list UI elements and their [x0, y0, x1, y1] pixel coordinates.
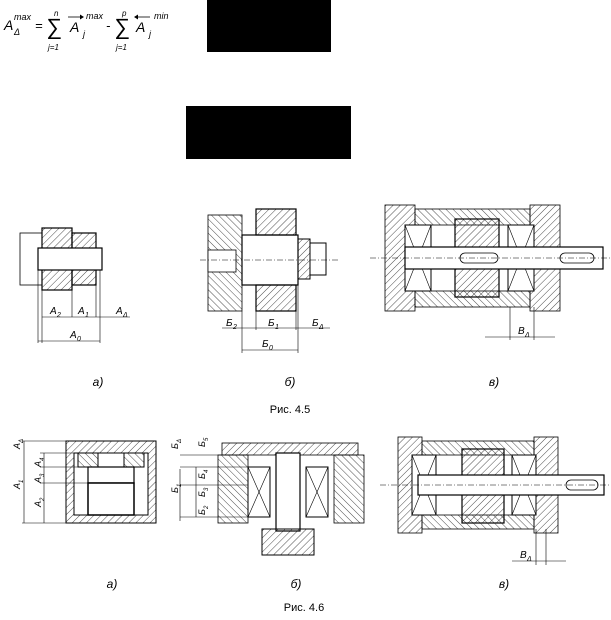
- fig45-v-label: в): [488, 375, 500, 389]
- formula-sum1-top: n: [54, 9, 59, 18]
- fig45-a-drawing: [19, 227, 130, 343]
- fig46-a-dim-4: A: [33, 501, 43, 508]
- formula-lhs-sub: Δ: [13, 27, 20, 37]
- fig46-b-dim-5-sub: 2: [204, 505, 210, 510]
- formula-minus: -: [106, 18, 111, 33]
- formula-term1: A: [69, 19, 79, 35]
- tolerance-formula: A max Δ = n ∑ j=1 A max j - p ∑ j=1 A mi…: [3, 9, 169, 52]
- figure-4-6: A Δ A 4 A 3 A 1 A 2 Б Δ: [12, 436, 611, 565]
- fig46-a-dim-2: A: [33, 477, 43, 484]
- redaction-box-middle: [186, 106, 351, 159]
- fig45-a-dim-0-sub: 2: [56, 312, 61, 319]
- fig46-v-dim: B: [520, 550, 527, 561]
- fig46-v-dim-sub: Δ: [526, 556, 532, 563]
- formula-lhs: A: [3, 17, 13, 33]
- fig46-b-dim-3: Б: [170, 487, 180, 493]
- fig45-b-label: б): [284, 375, 296, 389]
- fig46-a-label: а): [106, 577, 118, 591]
- formula-term2: A: [135, 19, 145, 35]
- formula-lhs-sup: max: [14, 12, 32, 22]
- formula-sum2-bottom: j=1: [115, 43, 127, 52]
- fig46-a-dim-0-sub: Δ: [19, 439, 25, 444]
- fig46-b-dim-4-sub: 3: [204, 487, 210, 491]
- formula-term1-sub: j: [82, 29, 86, 39]
- fig46-b-dim-0: Б: [170, 443, 180, 449]
- fig46-a-dim-1-sub: 4: [40, 457, 46, 461]
- fig45-a-dim-2-sub: Δ: [122, 312, 128, 319]
- formula-sum1-sign: ∑: [46, 14, 62, 39]
- fig46-a-dim-2-sub: 3: [40, 473, 46, 477]
- fig45-v-drawing: [370, 204, 611, 340]
- formula-sum1-bottom: j=1: [47, 43, 59, 52]
- fig45-a-dim-2: A: [115, 306, 123, 317]
- fig45-b-dim-2: Б: [312, 318, 319, 329]
- fig45-b-dim-1: Б: [268, 318, 275, 329]
- fig45-v-dim: B: [518, 326, 525, 337]
- fig46-v-label: в): [498, 577, 510, 591]
- fig46-caption: Рис. 4.6: [283, 602, 325, 614]
- formula-sum2-top: p: [121, 9, 127, 18]
- fig46-a-dim-3: A: [12, 483, 22, 490]
- fig45-a-dim-3: A: [69, 330, 77, 341]
- formula-term2-sup: min: [154, 11, 169, 21]
- formula-equals: =: [35, 18, 43, 33]
- fig46-b-label: б): [290, 577, 302, 591]
- fig46-a-dim-3-sub: 1: [19, 480, 25, 483]
- fig45-b-dim-1-sub: 1: [275, 324, 279, 331]
- fig45-b-dim-0-sub: 2: [232, 324, 237, 331]
- fig45-a-label: а): [92, 375, 104, 389]
- redaction-box-top: [207, 0, 331, 52]
- fig45-a-dim-1-sub: 1: [85, 312, 89, 319]
- fig46-b-dim-4: Б: [197, 491, 207, 497]
- formula-term1-sup: max: [86, 11, 104, 21]
- fig45-b-dim-0: Б: [226, 318, 233, 329]
- fig45-b-dim-2-sub: Δ: [318, 324, 324, 331]
- formula-term2-sub: j: [148, 29, 152, 39]
- fig46-b-dim-2-sub: 4: [204, 469, 210, 473]
- fig45-a-dim-0: A: [49, 306, 57, 317]
- fig45-a-dim-3-sub: 0: [77, 336, 81, 343]
- formula-sum2-sign: ∑: [114, 14, 130, 39]
- fig46-a-drawing: [22, 440, 157, 524]
- figure-4-5: A 2 A 1 A Δ A 0 Б 2 Б 1 Б Δ Б 0: [19, 204, 611, 353]
- fig46-a-dim-1: A: [33, 461, 43, 468]
- fig46-b-dim-2: Б: [197, 473, 207, 479]
- fig46-b-dim-5: Б: [197, 509, 207, 515]
- fig45-a-dim-1: A: [77, 306, 85, 317]
- fig45-b-dim-3: Б: [262, 339, 269, 350]
- fig45-b-drawing: [200, 208, 340, 353]
- fig45-caption: Рис. 4.5: [269, 404, 311, 416]
- fig46-a-dim-4-sub: 2: [40, 497, 46, 502]
- fig46-b-dim-1: Б: [197, 441, 207, 447]
- fig46-b-drawing: [179, 442, 365, 556]
- fig46-b-dim-0-sub: Δ: [177, 439, 183, 444]
- fig45-v-dim-sub: Δ: [524, 332, 530, 339]
- fig46-b-dim-3-sub: 1: [177, 484, 183, 487]
- fig46-v-drawing: [380, 436, 611, 565]
- fig46-b-dim-1-sub: 5: [204, 437, 210, 441]
- fig45-b-dim-3-sub: 0: [269, 345, 273, 352]
- fig46-a-dim-0: A: [12, 443, 22, 450]
